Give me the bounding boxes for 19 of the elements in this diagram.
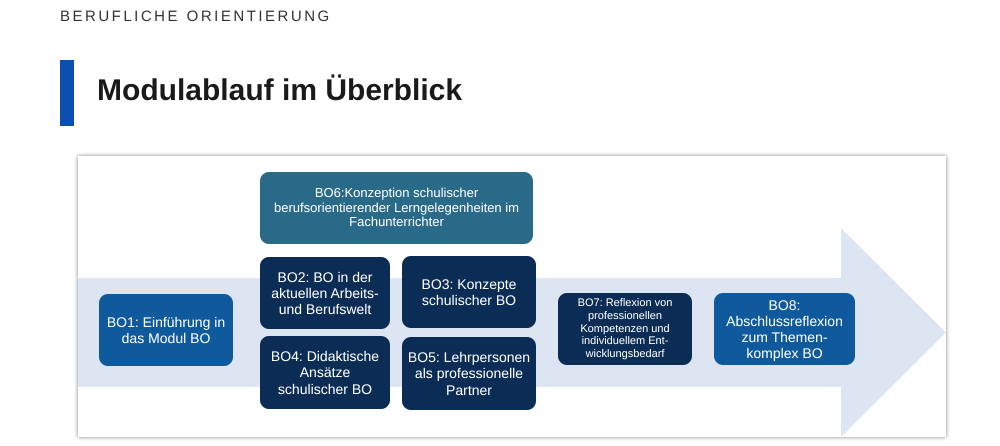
module-box: [260, 172, 533, 244]
module-box: [558, 293, 692, 365]
module-box: [714, 293, 855, 365]
module-box: [402, 256, 536, 328]
module-text: BO6:Konzeption schulischer berufsorientierender Lerngelegenheiten im Fachunterrichter: [273, 186, 520, 230]
module-box: [260, 336, 390, 409]
module-text: BO5: Lehrpersonen als professionelle Partner: [407, 349, 531, 398]
module-text: BO1: Einführung in das Modul BO: [106, 314, 226, 346]
module-box: [402, 337, 536, 410]
module-text: BO2: BO in der aktuellen Arbeits- und Berufswelt: [270, 268, 380, 318]
module-text: BO8: Abschlussreflexion zum Themen- komplex BO: [725, 296, 844, 362]
block-arrow: [78, 228, 946, 437]
title: Modulablauf im Überblick: [97, 74, 462, 108]
module-text: BO4: Didaktische Ansätze schulischer BO: [270, 348, 380, 397]
module-box: [260, 257, 390, 329]
module-text: BO3: Konzepte schulischer BO: [420, 276, 518, 308]
module-box: [99, 294, 233, 366]
module-text: BO7: Reflexion von professionellen Kompetenzen und individuellem Ent- wicklungsbedarf: [576, 297, 674, 361]
section-label: BERUFLICHE ORIENTIERUNG: [60, 8, 332, 25]
